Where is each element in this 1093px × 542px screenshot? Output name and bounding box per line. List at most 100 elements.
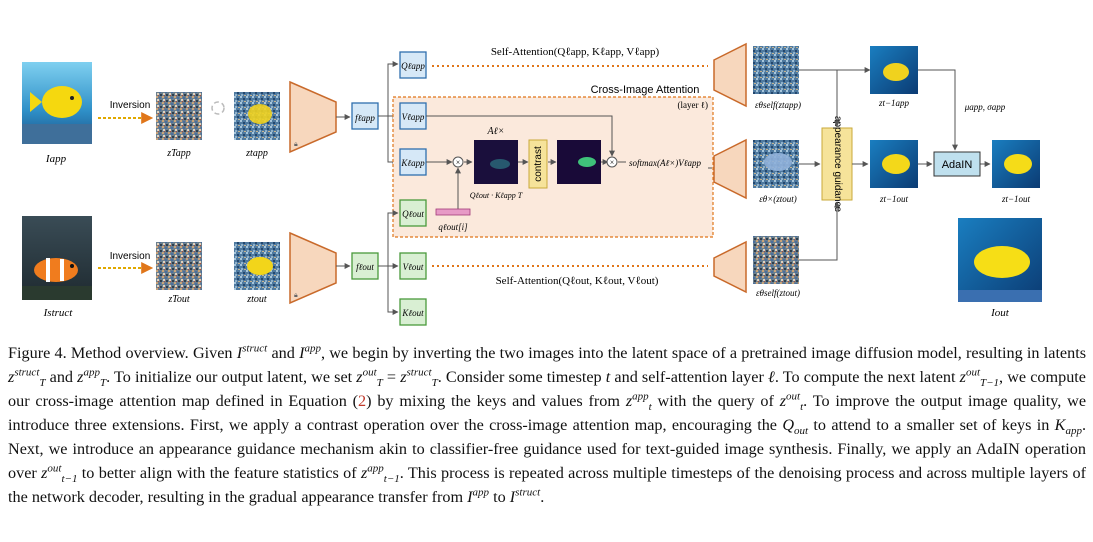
adain-op (933, 151, 981, 177)
zt-out-image (234, 242, 280, 290)
caption-text: to attend to a smaller set of keys in (808, 416, 1055, 434)
method-overview-figure: Iapp Inversion zTapp ztapp 🔒︎ fℓapp Qℓap… (22, 42, 1042, 326)
caption-text: . To initialize our output latent, we se… (106, 368, 357, 386)
inversion-bottom-label: Inversion (110, 251, 151, 262)
adain-label: AdaIN (942, 159, 973, 171)
cross-attention-flow-lines (426, 115, 626, 212)
caption-text: , we begin by inverting the two images i… (320, 344, 1087, 362)
softmax-label: softmax(Aℓ×)Vℓapp (629, 158, 702, 168)
label-Q-out: Qℓout (402, 209, 424, 219)
label-z-tm1-out-right: zt−1out (1001, 194, 1031, 204)
label-Q-app: Qℓapp (401, 61, 425, 71)
lock-icon-bottom: 🔒︎ (294, 291, 298, 299)
inversion-top-label: Inversion (110, 100, 151, 111)
caption-text: to better align with the feature statist… (77, 464, 361, 482)
multiply-op-2 (606, 156, 618, 168)
label-eps-x-out: εθ×(ztout) (759, 194, 797, 204)
caption-text: . Consider some timestep (437, 368, 606, 386)
V-out-tile (399, 252, 427, 280)
caption-text: . (540, 488, 545, 506)
z-tm1-out-mid-image (870, 140, 918, 188)
unet-decoder-bottom (713, 240, 747, 294)
label-eps-self-app: εθself(ztapp) (755, 100, 801, 110)
layer-label: (layer ℓ) (677, 100, 708, 110)
equation-link[interactable]: 2 (358, 392, 367, 410)
unet-decoder-mid (713, 138, 747, 200)
label-z-tm1-out-mid: zt−1out (879, 194, 909, 204)
caption-text: . This process is repeated across multip… (8, 464, 1087, 506)
label-I-app: Iapp (45, 153, 67, 165)
math: Qout (782, 416, 809, 438)
K-app-tile (399, 148, 427, 176)
figure-caption: Figure 4. Method overview. Given Istruct… (8, 341, 1086, 509)
label-V-out: Vℓout (403, 262, 424, 272)
caption-text: Figure 4. Method overview. Given (8, 344, 237, 362)
lock-icon-top: 🔒︎ (294, 140, 298, 148)
label-zT-out: zTout (167, 294, 190, 305)
contrast-label: contrast (533, 146, 544, 182)
math: Istruct (236, 342, 268, 362)
label-zT-app: zTapp (166, 148, 191, 159)
caption-text: and (45, 368, 78, 386)
Q-app-tile (399, 51, 427, 79)
math: zoutT−1 (959, 366, 1000, 390)
unet-encoder-top (289, 80, 337, 154)
K-out-tile (399, 298, 427, 326)
label-q-dot-k: Qℓout · Kℓapp T (470, 191, 523, 200)
Q-out-tile (399, 199, 427, 227)
branch-lines-bottom (378, 210, 399, 315)
multiply-symbol-2: × (610, 158, 615, 167)
unet-encoder-bottom (289, 231, 337, 305)
math: zappt (625, 390, 652, 414)
caption-text: . Next, we introduce an appearance guida… (8, 416, 1086, 482)
math: Iapp (299, 342, 321, 362)
label-q-out-i: qℓout[i] (438, 222, 468, 232)
math: zappt−1 (360, 462, 400, 486)
structure-image (22, 216, 92, 300)
self-attention-top-label: Self-Attention(Qℓapp, Kℓapp, Vℓapp) (491, 46, 660, 58)
appearance-guidance-label: appearance guidance (832, 116, 843, 213)
math: zoutT = zstructT (356, 366, 438, 390)
mu-sigma-label: μapp, σapp (964, 102, 1006, 112)
math: Iapp (467, 486, 490, 506)
zT-out-noise (156, 242, 202, 290)
z-tm1-app-image (870, 46, 918, 94)
z-tm1-out-right-image (992, 140, 1040, 188)
q-out-vector (435, 208, 471, 216)
appearance-guidance-op (821, 127, 853, 201)
V-app-tile (399, 102, 427, 130)
contrast-op (528, 139, 548, 189)
denoise-cycle-icon (211, 101, 225, 115)
math: Istruct (509, 486, 541, 506)
label-zt-app: ztapp (245, 148, 268, 159)
caption-text: and self-attention layer (610, 368, 768, 386)
label-f-out: fℓout (356, 262, 374, 272)
caption-text: , we compute our cross-image attention m… (8, 368, 1086, 410)
label-zt-out: ztout (246, 294, 267, 305)
unet-decoder-top (713, 42, 747, 108)
cross-image-attention-title: Cross-Image Attention (591, 84, 700, 96)
label-K-app: Kℓapp (400, 158, 425, 168)
math: zappT (77, 366, 107, 390)
math: zoutt−1 (41, 462, 78, 486)
eps-x-out-image (753, 140, 799, 188)
label-A-x: Aℓ× (486, 126, 504, 137)
guidance-lines (799, 67, 991, 261)
math: ℓ (767, 368, 775, 386)
caption-text: and (267, 344, 300, 362)
caption-text: . To improve the output image quality, w… (8, 392, 1087, 434)
appearance-image (22, 62, 92, 144)
label-eps-self-out: εθself(ztout) (756, 288, 800, 298)
math: Kapp (1054, 416, 1082, 438)
caption-text: to (489, 488, 510, 506)
label-K-out: Kℓout (401, 308, 424, 318)
eps-self-app-noise (753, 46, 799, 94)
caption-text: . To compute the next latent (774, 368, 960, 386)
caption-text: with the query of (651, 392, 780, 410)
self-attention-bottom-label: Self-Attention(Qℓout, Kℓout, Vℓout) (496, 275, 659, 287)
caption-text: ) by mixing the keys and values from (366, 392, 626, 410)
label-I-struct: Istruct (43, 307, 74, 319)
label-z-tm1-app: zt−1app (878, 98, 910, 108)
multiply-op-1 (452, 156, 464, 168)
math: t (605, 368, 611, 386)
